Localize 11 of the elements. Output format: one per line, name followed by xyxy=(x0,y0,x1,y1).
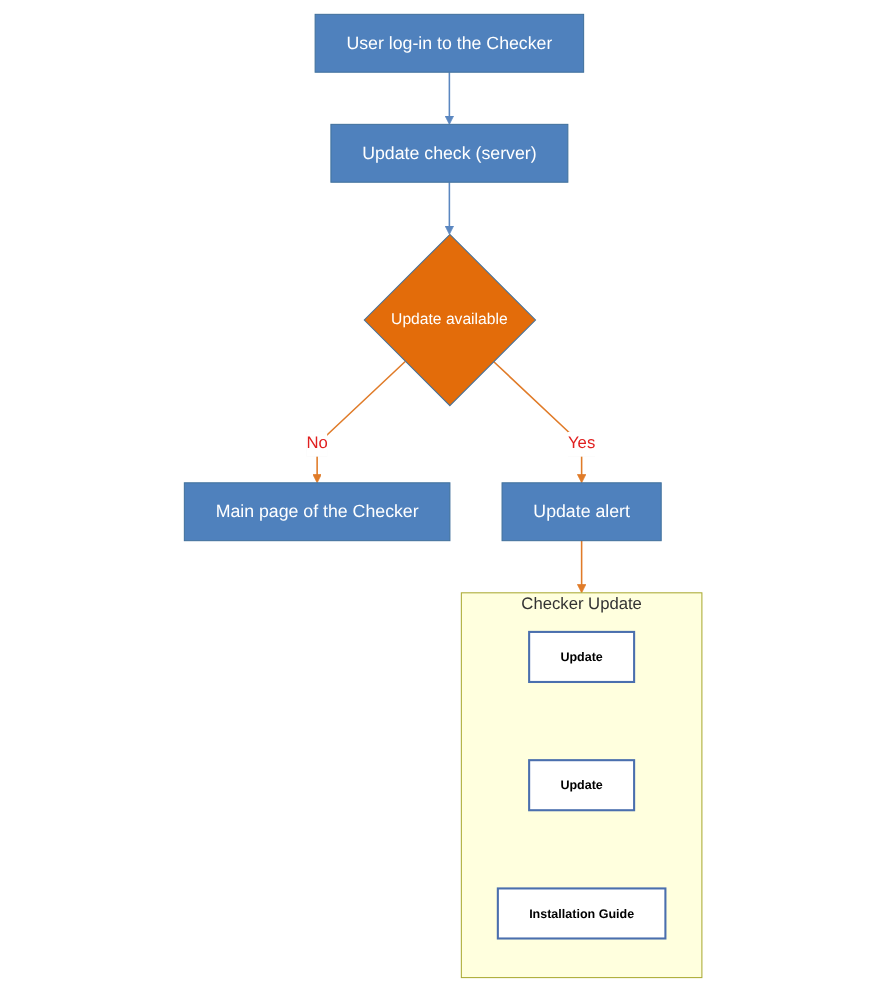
arrow xyxy=(445,180,455,234)
arrow xyxy=(445,70,455,124)
node-box: User log-in to the Checker xyxy=(315,12,585,72)
node-box: Main page of the Checker xyxy=(184,481,452,541)
arrow xyxy=(577,538,588,593)
arrow xyxy=(313,359,407,483)
node-box: Update check (server) xyxy=(331,122,570,182)
node-box: Update alert xyxy=(502,481,663,541)
arrow xyxy=(493,359,588,483)
edge-label: Yes xyxy=(568,433,597,452)
edge-label: No xyxy=(307,433,329,452)
